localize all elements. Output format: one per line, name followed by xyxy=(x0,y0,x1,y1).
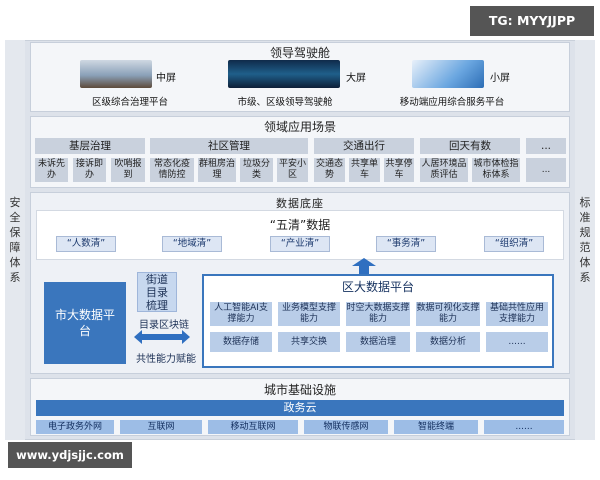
right-side-bar: 标准规范体系 xyxy=(575,40,595,440)
infrastructure-title: 城市基础设施 xyxy=(263,383,336,397)
scene-item: 接诉即办 xyxy=(73,158,106,182)
left-side-bar: 安全保障体系 xyxy=(5,40,25,440)
watermark-top: TG: MYYJJPP xyxy=(470,6,594,36)
scene-item: 群租房治理 xyxy=(198,158,236,182)
watermark-bottom: www.ydjsjjc.com xyxy=(8,442,132,468)
cockpit-title: 领导驾驶舱 xyxy=(269,46,330,60)
district-function: 数据治理 xyxy=(346,332,410,352)
city-data-platform: 市大数据平台 xyxy=(44,282,126,364)
group-more-header: ... xyxy=(526,138,566,154)
city-data-platform-label: 市大数据平台 xyxy=(54,308,115,338)
street-catalog-box: 街道目录梳理 xyxy=(137,272,177,312)
standard-system-label: 标准规范体系 xyxy=(579,196,591,284)
up-arrow-icon xyxy=(352,258,376,274)
district-capability: 时空大数据支撑能力 xyxy=(346,302,410,326)
scene-item: 平安小区 xyxy=(277,158,308,182)
data-base-title: 数据底座 xyxy=(276,197,324,210)
screen-name-big: 大屏 xyxy=(346,73,366,84)
gov-cloud-bar: 政务云 xyxy=(36,400,564,416)
common-empower-label: 共性能力赋能 xyxy=(136,354,196,365)
district-function: 数据分析 xyxy=(416,332,480,352)
group-grassroots-header: 基层治理 xyxy=(35,138,145,154)
network-item: ...... xyxy=(484,420,564,434)
five-clear-tag: “地域清” xyxy=(162,236,222,252)
big-screen-image xyxy=(228,60,340,88)
group-transport-header: 交通出行 xyxy=(314,138,414,154)
scene-item: 吹哨报到 xyxy=(111,158,145,182)
screen-caption-middle: 区级综合治理平台 xyxy=(91,97,168,108)
scenes-title: 领域应用场景 xyxy=(263,120,336,134)
scene-item: 共享停车 xyxy=(384,158,414,182)
scene-item: 垃圾分类 xyxy=(240,158,273,182)
network-item: 智能终端 xyxy=(394,420,478,434)
scene-item: 交通态势 xyxy=(314,158,345,182)
scene-item: 共享单车 xyxy=(349,158,380,182)
network-item: 物联传感网 xyxy=(304,420,388,434)
district-platform-title: 区大数据平台 xyxy=(341,280,414,294)
scene-item: ... xyxy=(526,158,566,182)
group-community-header: 社区管理 xyxy=(150,138,308,154)
meeting-room-image xyxy=(80,60,152,88)
district-capability: 数据可视化支撑能力 xyxy=(416,302,480,326)
catalog-chain-label: 目录区块链 xyxy=(139,320,189,331)
screen-name-small: 小屏 xyxy=(490,73,510,84)
scene-item: 人居环境品质评估 xyxy=(420,158,468,182)
screen-caption-small: 移动端应用综合服务平台 xyxy=(399,97,505,108)
network-item: 移动互联网 xyxy=(208,420,298,434)
five-clear-tag: “人数清” xyxy=(56,236,116,252)
scene-item: 常态化疫情防控 xyxy=(150,158,194,182)
district-function: 数据存储 xyxy=(210,332,272,352)
screen-name-middle: 中屏 xyxy=(156,73,176,84)
five-clear-tag: “组织清” xyxy=(484,236,544,252)
scene-item: 未诉先办 xyxy=(35,158,68,182)
network-item: 互联网 xyxy=(120,420,202,434)
security-system-label: 安全保障体系 xyxy=(9,196,21,284)
district-capability: 业务模型支撑能力 xyxy=(278,302,340,326)
district-capability: 基础共性应用支撑能力 xyxy=(486,302,548,326)
five-clear-tag: “产业清” xyxy=(270,236,330,252)
five-clear-title: “五清”数据 xyxy=(269,218,331,232)
district-function: ...... xyxy=(486,332,548,352)
street-catalog-label: 街道目录梳理 xyxy=(146,272,168,312)
district-capability: 人工智能AI支撑能力 xyxy=(210,302,272,326)
small-screen-image xyxy=(412,60,484,88)
district-function: 共享交换 xyxy=(278,332,340,352)
network-item: 电子政务外网 xyxy=(36,420,114,434)
double-arrow-icon xyxy=(134,330,190,344)
scene-item: 城市体检指标体系 xyxy=(472,158,520,182)
group-huitian-header: 回天有数 xyxy=(420,138,520,154)
five-clear-tag: “事务清” xyxy=(376,236,436,252)
screen-caption-big: 市级、区级领导驾驶舱 xyxy=(237,97,333,108)
